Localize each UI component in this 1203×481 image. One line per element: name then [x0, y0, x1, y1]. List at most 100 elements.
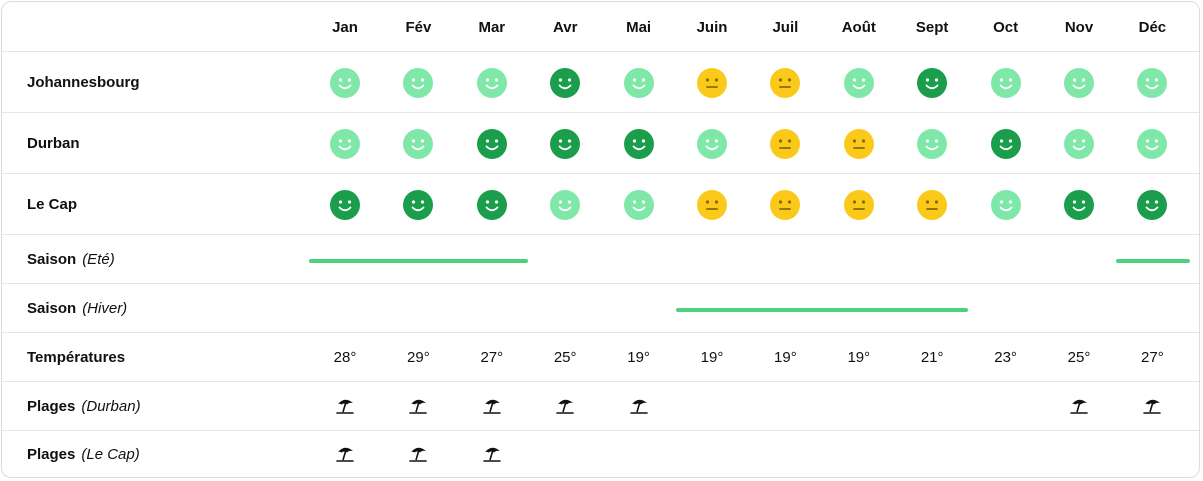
row-label: Johannesbourg	[27, 74, 140, 91]
beach-umbrella-icon	[409, 399, 428, 414]
neutral-face-icon	[770, 189, 801, 220]
smiley-face-icon	[330, 189, 360, 220]
season-row: Saison (Hiver)	[2, 284, 1199, 333]
beach-umbrella-icon	[336, 447, 354, 462]
smiley-face-icon	[476, 189, 507, 220]
month-header-3: Avr	[552, 19, 578, 36]
smiley-face-icon	[330, 67, 360, 98]
smiley-face-icon	[403, 189, 434, 220]
beach-row: Plages (Durban)	[2, 382, 1199, 431]
temperature-value: 19°	[774, 348, 797, 366]
beach-umbrella-icon	[556, 399, 574, 414]
beach-umbrella-icon	[629, 399, 648, 414]
month-header-8: Sept	[915, 19, 949, 36]
beach-umbrella-icon	[336, 399, 354, 414]
temperature-row: Températures 28° 29° 27° 25° 19° 19° 19° 19° 21° 2…	[2, 333, 1199, 382]
temperature-value: 28°	[333, 348, 357, 366]
row-label: Saison (Eté)	[27, 251, 115, 268]
neutral-face-icon	[843, 189, 874, 220]
month-header-10: Nov	[1064, 19, 1094, 36]
smiley-face-icon	[917, 128, 948, 159]
smiley-face-icon	[330, 128, 360, 159]
month-header-11: Déc	[1138, 19, 1167, 36]
month-header-0: Jan	[332, 19, 358, 36]
season-row: Saison (Eté)	[2, 235, 1199, 284]
row-label-sub: (Le Cap)	[81, 446, 140, 463]
temperature-value: 29°	[407, 348, 430, 366]
month-header-9: Oct	[993, 19, 1019, 36]
beach-umbrella-icon	[1143, 399, 1162, 414]
row-label-text: Plages	[27, 446, 76, 463]
row-label-sub: (Durban)	[81, 397, 141, 415]
row-label: Plages (Durban)	[27, 398, 141, 415]
temperature-value: 19°	[847, 348, 871, 366]
neutral-face-icon	[770, 67, 801, 98]
temperature-value: 21°	[920, 348, 944, 366]
temperature-value: 25°	[1067, 348, 1091, 366]
city-row: Le Cap	[2, 174, 1199, 235]
neutral-face-icon	[770, 128, 801, 159]
smiley-face-icon	[1064, 189, 1094, 220]
row-label: Plages (Le Cap)	[27, 446, 140, 463]
smiley-face-icon	[1064, 128, 1094, 159]
row-label-text: Températures	[27, 348, 126, 366]
month-header-6: Juil	[772, 19, 799, 36]
smiley-face-icon	[1137, 67, 1168, 98]
month-header-1: Fév	[405, 19, 432, 36]
row-label-text: Durban	[27, 134, 80, 152]
month-header-5: Juin	[696, 19, 728, 36]
beach-umbrella-icon	[482, 447, 501, 462]
temperature-value: 19°	[627, 348, 650, 366]
smiley-face-icon	[623, 189, 654, 220]
season-bar	[1116, 258, 1190, 263]
smiley-face-icon	[1064, 67, 1094, 98]
beach-umbrella-icon	[409, 447, 428, 462]
smiley-face-icon	[403, 128, 434, 159]
smiley-face-icon	[917, 67, 948, 98]
season-bar	[309, 258, 528, 263]
temperature-value: 19°	[700, 348, 724, 366]
row-label-sub: (Hiver)	[82, 299, 128, 317]
neutral-face-icon	[917, 189, 948, 220]
month-header-7: Août	[841, 19, 876, 36]
smiley-face-icon	[990, 189, 1021, 220]
smiley-face-icon	[623, 128, 654, 159]
month-header-2: Mar	[478, 19, 506, 36]
row-label-text: Saison	[27, 250, 77, 268]
neutral-face-icon	[697, 189, 727, 220]
smiley-face-icon	[476, 67, 507, 98]
city-row: Johannesbourg	[2, 52, 1199, 113]
row-label-text: Le Cap	[27, 195, 78, 213]
row-label-sub: (Eté)	[82, 250, 115, 268]
row-label: Températures	[27, 349, 125, 366]
smiley-face-icon	[403, 67, 434, 98]
smiley-face-icon	[990, 67, 1021, 98]
smiley-face-icon	[990, 128, 1021, 159]
smiley-face-icon	[843, 67, 874, 98]
smiley-face-icon	[550, 128, 581, 159]
row-label: Le Cap	[27, 196, 77, 213]
neutral-face-icon	[843, 128, 874, 159]
row-label-text: Plages	[27, 397, 76, 415]
row-label: Saison (Hiver)	[27, 300, 127, 317]
beach-umbrella-icon	[482, 399, 501, 414]
season-bar	[676, 307, 969, 312]
beach-row: Plages (Le Cap)	[2, 431, 1199, 477]
smiley-face-icon	[623, 67, 654, 98]
temperature-value: 25°	[553, 348, 577, 366]
smiley-face-icon	[697, 128, 727, 159]
row-label-text: Saison	[27, 299, 77, 317]
temperature-value: 27°	[1141, 348, 1164, 366]
row-label: Durban	[27, 135, 80, 152]
row-label-text: Johannesbourg	[27, 73, 140, 91]
city-row: Durban	[2, 113, 1199, 174]
smiley-face-icon	[550, 189, 581, 220]
smiley-face-icon	[1137, 189, 1168, 220]
temperature-value: 27°	[480, 348, 504, 366]
beach-umbrella-icon	[1070, 399, 1088, 414]
neutral-face-icon	[697, 67, 727, 98]
smiley-face-icon	[550, 67, 581, 98]
smiley-face-icon	[476, 128, 507, 159]
